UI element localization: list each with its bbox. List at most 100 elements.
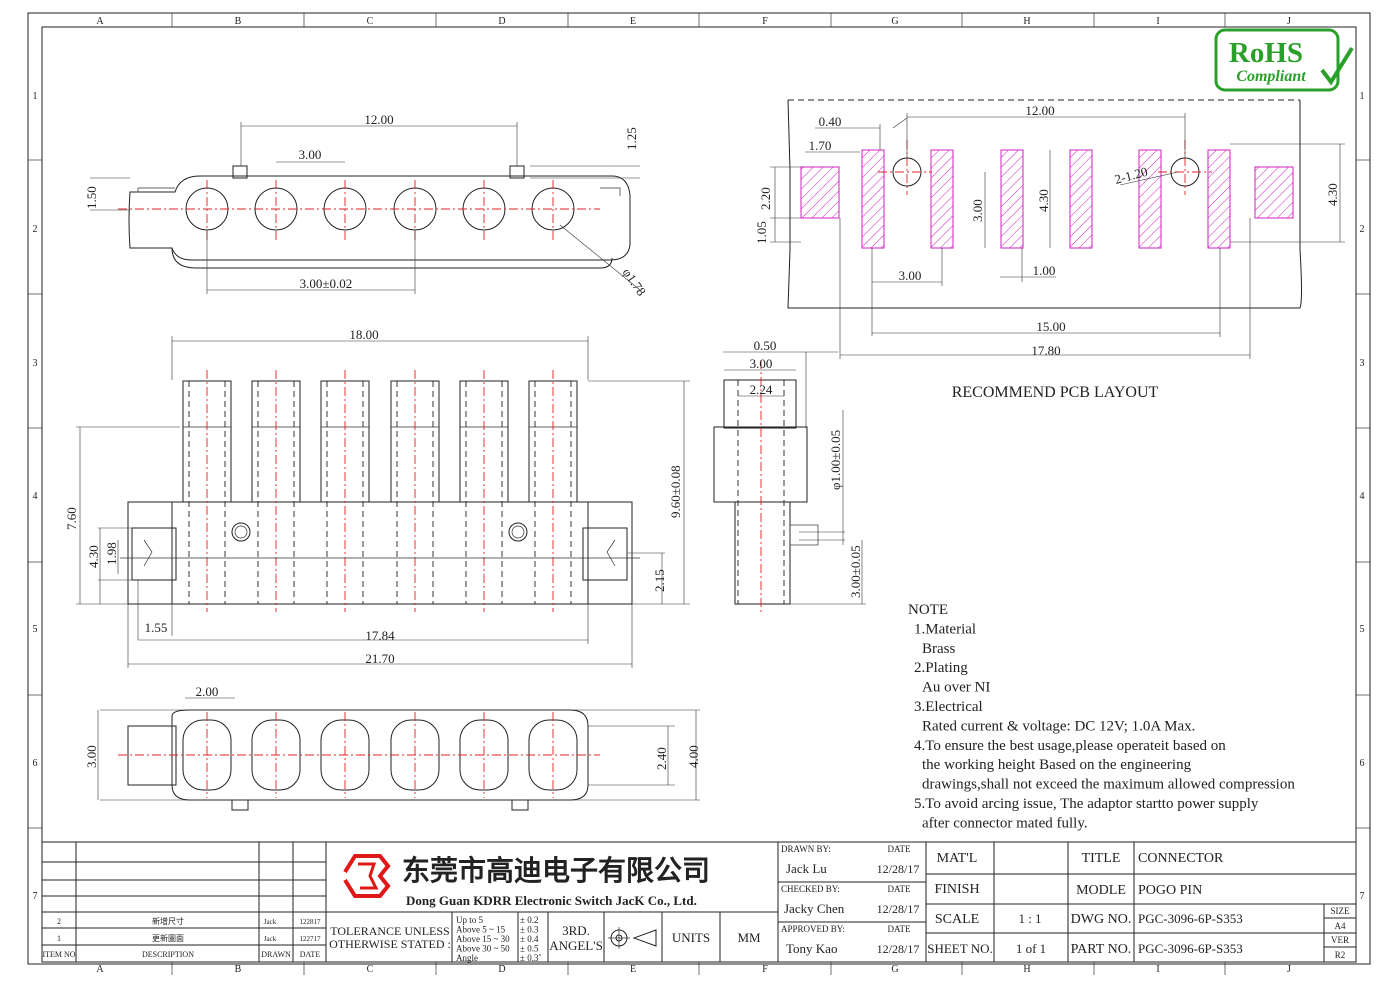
bottom-view: 2.00 3.00 2.40 4.00 (84, 684, 701, 811)
rev-header-desc: DESCRIPTION (142, 950, 194, 959)
zone-row-label: 3 (1360, 358, 1365, 369)
company-name-en: Dong Guan KDRR Electronic Switch JacK Co… (406, 893, 697, 908)
company-logo-icon (343, 854, 391, 898)
zone-col-label: D (498, 16, 505, 27)
zone-col-label: B (235, 964, 242, 975)
drawn-by: Jack Lu (786, 861, 827, 876)
zone-row-label: 5 (1360, 624, 1365, 635)
title-label: TITLE (1082, 851, 1121, 866)
sheet-label: SHEET NO. (927, 941, 992, 956)
rev-no: 1 (57, 934, 61, 943)
model-value: POGO PIN (1138, 883, 1202, 898)
units-value: MM (737, 930, 761, 945)
rev-header-no: ITEM NO (42, 950, 75, 959)
scale-label: SCALE (935, 912, 979, 927)
tolerance-value: ± 0.5 (520, 944, 539, 954)
zone-col-label: J (1287, 16, 1291, 27)
pcb-layout: 0.40 12.00 1.70 2.20 1.05 3.00 4.30 2-1.… (754, 99, 1345, 401)
dim-pitch: 3.00±0.02 (300, 276, 353, 291)
zone-row-label: 7 (1360, 891, 1365, 902)
note-line: after connector mated fully. (922, 815, 1088, 831)
dim-200: 2.00 (196, 684, 219, 699)
dim-1200-pcb: 12.00 (1025, 103, 1054, 118)
size-label: SIZE (1331, 906, 1351, 916)
dim-1780: 17.80 (1031, 343, 1060, 358)
zone-col-label: H (1023, 16, 1030, 27)
dim-3: 3.00 (299, 147, 322, 162)
angle-label-2: ANGEL'S (549, 938, 603, 953)
rohs-text: RoHS (1229, 37, 1303, 69)
pcb-pad (930, 149, 954, 249)
ver-value: R2 (1335, 950, 1346, 960)
note-line: 5.To avoid arcing issue, The adaptor sta… (914, 796, 1259, 812)
dim-960: 9.60±0.08 (668, 465, 683, 518)
pcb-pad (1069, 149, 1093, 249)
dim-300-h: 3.00 (899, 268, 922, 283)
angle-label-1: 3RD. (562, 923, 590, 938)
note-line: Brass (922, 641, 955, 657)
checked-date-label: DATE (888, 884, 911, 894)
pcb-pad (1207, 149, 1231, 249)
compliant-text: Compliant (1236, 68, 1306, 85)
pcb-pad (1000, 149, 1024, 249)
tolerance-range: Above 15 ~ 30 (456, 934, 510, 944)
dim-100: 1.00 (1033, 263, 1056, 278)
dim-430-a: 4.30 (1036, 189, 1051, 212)
checked-date: 12/28/17 (877, 902, 920, 916)
zone-col-label: C (367, 964, 374, 975)
note-line: 4.To ensure the best usage,please operat… (914, 738, 1226, 754)
tolerance-label-1: TOLERANCE UNLESS (330, 924, 449, 938)
zone-col-label: C (367, 16, 374, 27)
dim-224: 2.24 (750, 382, 773, 397)
checked-by-label: CHECKED BY: (781, 884, 840, 894)
dim-150: 1.50 (84, 186, 99, 209)
company-name-cn: 东莞市高迪电子有限公司 (402, 854, 710, 887)
top-view: 12.00 3.00 1.25 1.50 3.00±0.02 φ1.78 (84, 112, 649, 299)
side-view: 0.50 3.00 2.24 φ1.00±0.05 3.00±0.05 (713, 338, 866, 612)
zone-row-label: 1 (33, 91, 38, 102)
dim-300-b: 3.00±0.05 (848, 545, 863, 598)
rev-no: 2 (57, 917, 61, 926)
part-value: PGC-3096-6P-S353 (1138, 941, 1243, 956)
pcb-pad (1138, 149, 1162, 249)
rev-date: 122717 (300, 935, 322, 943)
zone-row-label: 1 (1360, 91, 1365, 102)
tolerance-label-2: OTHERWISE STATED : (329, 937, 451, 951)
pcb-pad (861, 149, 885, 249)
tolerance-value: ± 0.3 (520, 925, 539, 935)
zone-col-label: E (630, 964, 636, 975)
zone-col-label: F (762, 16, 768, 27)
dim-040: 0.40 (819, 114, 842, 129)
dim-phi178: φ1.78 (620, 265, 650, 298)
third-angle-projection-icon (608, 927, 657, 949)
dim-220: 2.20 (758, 187, 773, 210)
zone-col-label: A (96, 964, 104, 975)
zone-row-label: 2 (33, 224, 38, 235)
dim-215: 2.15 (652, 569, 667, 592)
pcb-layout-caption: RECOMMEND PCB LAYOUT (952, 384, 1159, 401)
units-label: UNITS (672, 930, 710, 945)
zone-col-label: H (1023, 964, 1030, 975)
rohs-compliant-logo: RoHS Compliant (1214, 28, 1354, 92)
rev-drawn: Jack (264, 935, 277, 943)
part-label: PART NO. (1071, 942, 1132, 957)
pcb-pad-left (800, 166, 840, 219)
matl-label: MAT'L (937, 851, 978, 866)
drawn-by-label: DRAWN BY: (781, 844, 831, 854)
tolerance-range: Angle (456, 953, 478, 963)
dim-760: 7.60 (64, 507, 79, 530)
dim-12: 12.00 (364, 112, 393, 127)
approved-date: 12/28/17 (877, 942, 920, 956)
size-value: A4 (1335, 921, 1346, 931)
approved-date-label: DATE (888, 924, 911, 934)
ver-label: VER (1331, 935, 1349, 945)
approved-by: Tony Kao (786, 941, 837, 956)
note-line: 2.Plating (914, 660, 968, 676)
checked-by: Jacky Chen (784, 901, 845, 916)
approved-by-label: APPROVED BY: (781, 924, 845, 934)
note-line: Rated current & voltage: DC 12V; 1.0A Ma… (922, 718, 1195, 734)
dim-430-b: 4.30 (1325, 183, 1340, 206)
